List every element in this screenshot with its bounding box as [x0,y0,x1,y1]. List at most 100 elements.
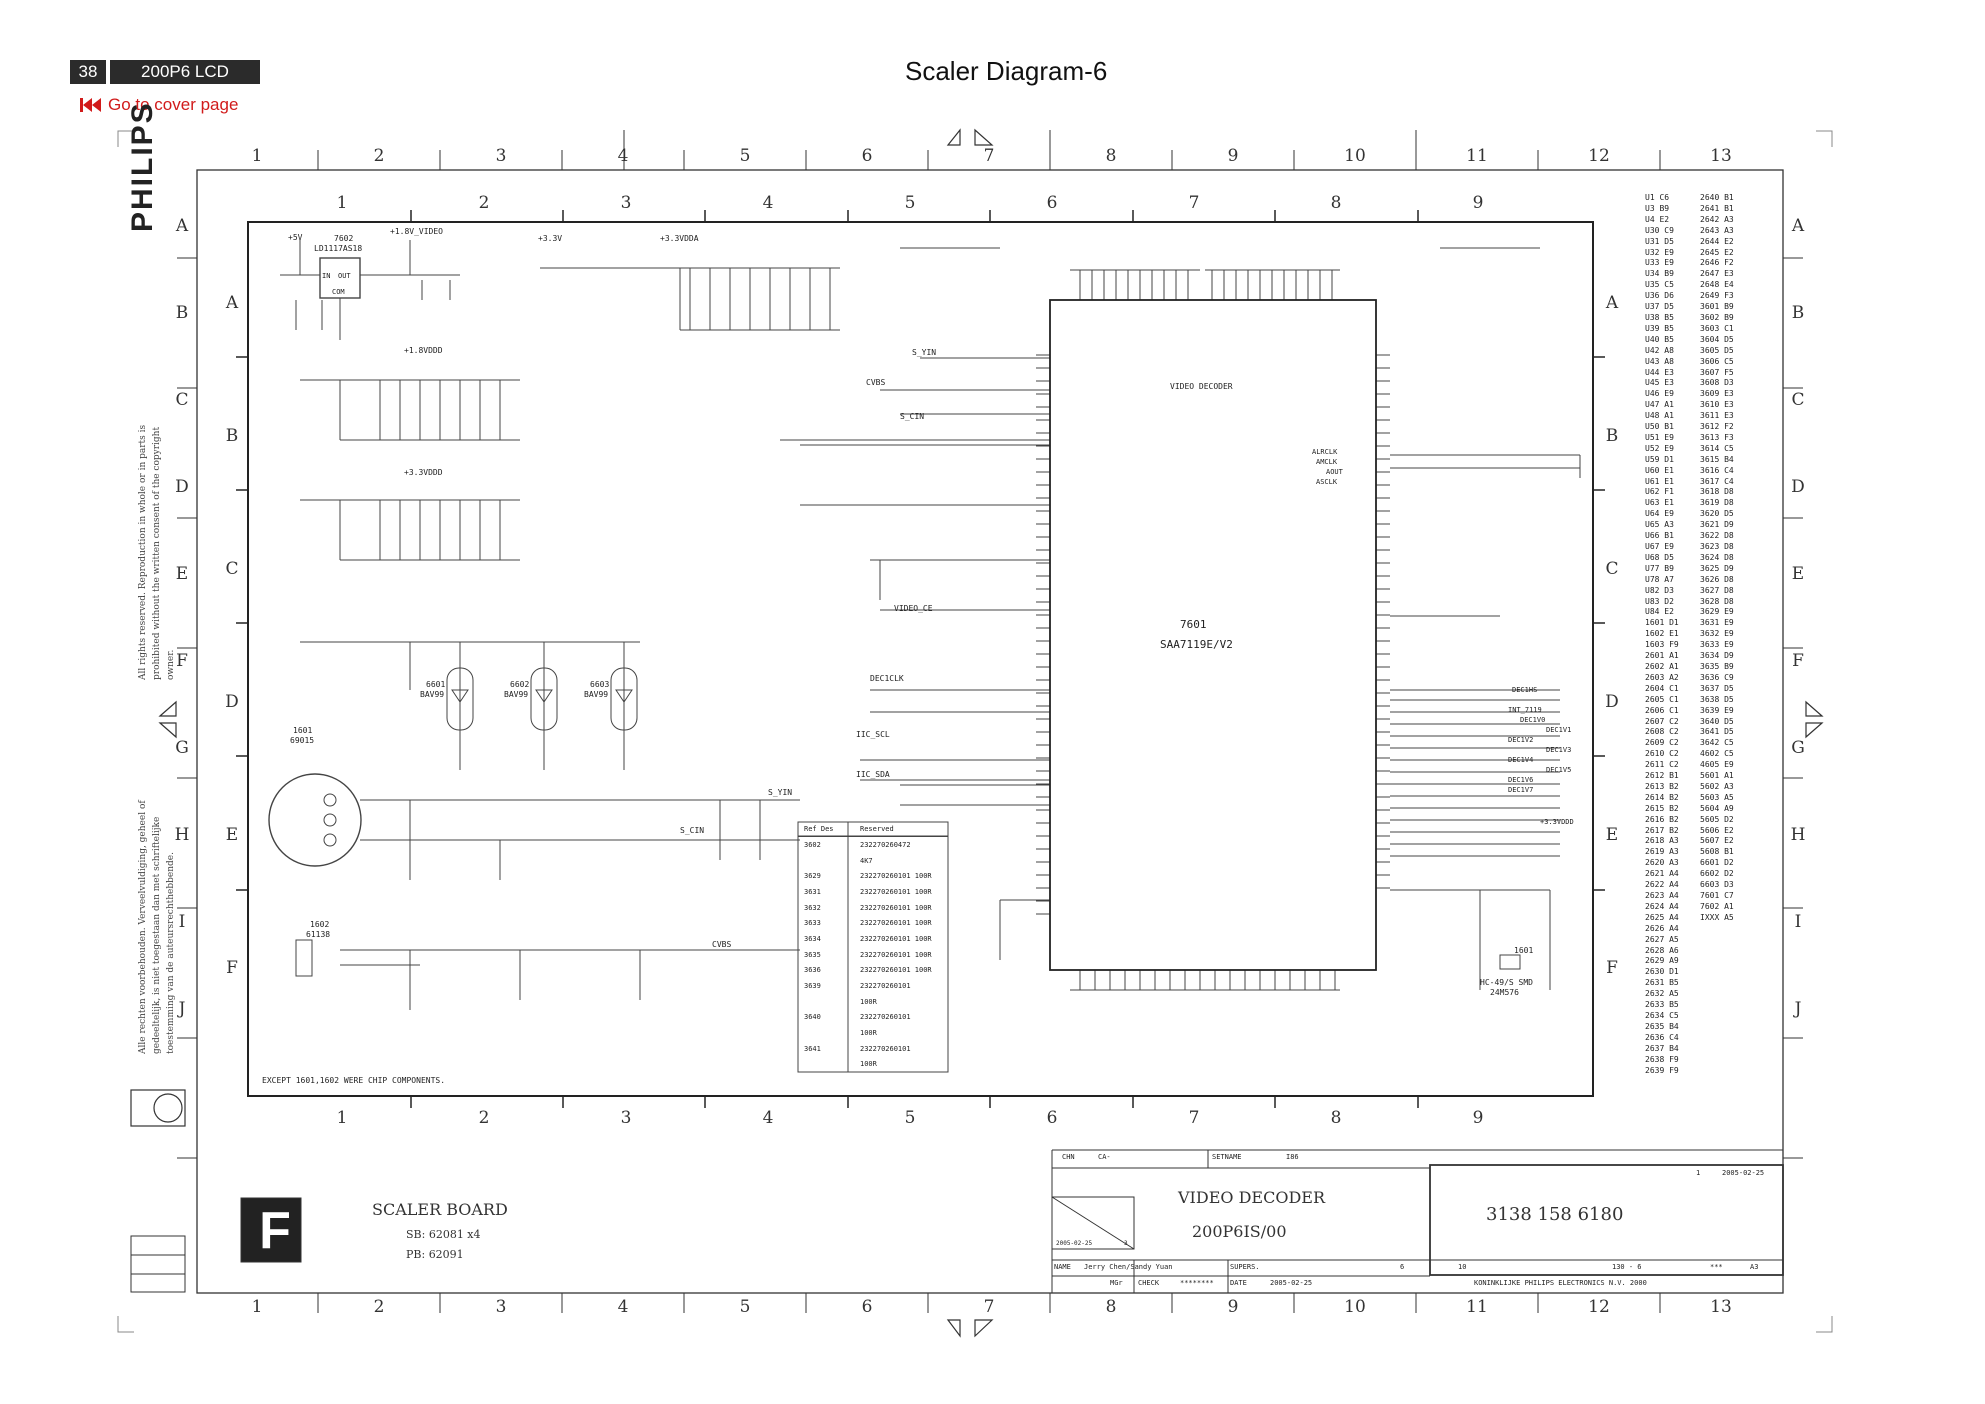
parts-list-item: U44 E3 [1645,367,1674,377]
parts-list-item: U82 D3 [1645,585,1674,595]
ref-table-cell-reserved: 232270260101 100R [860,950,932,959]
parts-list-item: 2621 A4 [1645,869,1679,879]
connector1-ref: 1601 [293,726,313,735]
parts-list-item: U66 B1 [1645,531,1674,541]
parts-list-item: 2603 A2 [1645,672,1679,682]
outer-col-bottom-6: 6 [861,1297,873,1317]
page-number: 38 [70,60,106,84]
outer-col-bottom-4: 4 [617,1297,629,1317]
parts-list-item: 5604 A9 [1700,803,1734,813]
tb-check: CHECK [1138,1279,1160,1287]
parts-list-item: 3642 C5 [1700,738,1734,748]
parts-list-item: U78 A7 [1645,574,1674,584]
parts-list-item: 3611 E3 [1700,411,1734,421]
parts-list-item: 2640 B1 [1700,193,1734,202]
outer-col-bottom-12: 12 [1588,1297,1610,1317]
outer-row-left-b: B [175,303,189,323]
outer-col-top-6: 6 [861,146,873,166]
parts-list-item: U48 A1 [1645,411,1674,421]
parts-list-item: 5602 A3 [1700,781,1734,791]
parts-list-item: 3638 D5 [1700,694,1734,704]
parts-list-item: 2643 A3 [1700,225,1734,235]
parts-list-item: U50 B1 [1645,422,1674,432]
parts-list-item: U38 B5 [1645,312,1674,322]
parts-list-item: 3610 E3 [1700,400,1734,410]
parts-list-item: 2632 A5 [1645,989,1679,999]
ref-table-cell-reserved: 4K7 [860,856,873,865]
parts-list-item: U47 A1 [1645,400,1674,410]
crystal-freq: 24M576 [1490,988,1519,997]
chip-components-note: EXCEPT 1601,1602 WERE CHIP COMPONENTS. [262,1076,446,1085]
parts-list-item: 7602 A1 [1700,901,1734,911]
parts-list-item: U43 A8 [1645,356,1674,366]
tb-date1: 2005-02-25 [1056,1240,1093,1247]
parts-list-item: 2644 E2 [1700,236,1734,246]
outer-row-right-e: E [1791,564,1805,584]
net-dec1v2: DEC1V2 [1508,736,1534,744]
ref-table-cell-reserved: 100R [860,997,877,1006]
inner-col-bottom-3: 3 [620,1108,632,1128]
parts-list-item: 2611 C2 [1645,760,1679,770]
ref-table-cell-reserved: 232270260101 100R [860,903,932,912]
tb-check-val: ******** [1180,1279,1214,1287]
rail-33v-label: +3.3V [538,234,563,243]
ic-ref-label: 7601 [1180,618,1207,631]
ref-table-row: 4K7 [798,853,948,869]
rail-18vddd-label: +1.8VDDD [404,346,443,355]
inner-col-top-3: 3 [620,193,632,213]
parts-list-item: 3608 D3 [1700,378,1734,388]
parts-list-item: 3601 B9 [1700,302,1734,312]
inner-row-right-e: E [1605,825,1619,845]
parts-list-item: 3625 D9 [1700,563,1734,573]
outer-row-right-b: B [1791,303,1805,323]
inner-row-left-a: A [225,293,239,313]
parts-list-item: 2648 E4 [1700,280,1734,290]
tb-chn: CHN [1062,1153,1075,1161]
ref-table-cell-refdes: 3631 [804,887,821,896]
parts-list-item: 3604 D5 [1700,334,1734,344]
parts-list-item: 5605 D2 [1700,814,1734,824]
outer-col-bottom-1: 1 [251,1297,263,1317]
outer-ticks [177,130,1803,1313]
parts-list-item: 2631 B5 [1645,978,1679,988]
inner-col-bottom-8: 8 [1330,1108,1342,1128]
cover-page-link[interactable]: Go to cover page [80,95,238,115]
parts-list-item: 3614 C5 [1700,443,1734,453]
ic-right-pins [1376,354,1390,889]
ic-function-label: VIDEO DECODER [1170,382,1233,391]
inner-col-top-2: 2 [478,193,490,213]
parts-list-item: 1601 D1 [1645,618,1679,628]
parts-list-item: U52 E9 [1645,443,1674,453]
diode2-part: BAV99 [504,690,529,699]
diode2-ref: 6602 [510,680,530,689]
ref-table-cell-refdes: 3633 [804,919,821,928]
parts-list-item: 3607 F5 [1700,367,1734,377]
parts-list-item: 3616 C4 [1700,465,1734,475]
outer-col-bottom-10: 10 [1344,1297,1366,1317]
net-dec1clk: DEC1CLK [870,674,904,683]
copyright-note-nl: Alle rechten voorbehouden. Verveelvuldig… [138,800,176,1054]
parts-list-item: 3620 D5 [1700,509,1734,519]
inner-row-right-d: D [1605,692,1619,712]
inner-col-bottom-5: 5 [904,1108,916,1128]
inner-row-right-b: B [1605,426,1619,446]
diode1-ref: 6601 [426,680,446,689]
parts-list-item: U33 E9 [1645,258,1674,268]
outer-col-top-1: 1 [251,146,263,166]
ic-part-label: SAA7119E/V2 [1160,638,1233,651]
inner-col-top-6: 6 [1046,193,1058,213]
ref-table-header-reserved: Reserved [860,825,894,833]
inner-col-bottom-2: 2 [478,1108,490,1128]
parts-list-item: U37 D5 [1645,302,1674,312]
parts-list-item: U40 B5 [1645,334,1674,344]
tb-stars: *** [1710,1263,1723,1271]
outer-col-bottom-3: 3 [495,1297,507,1317]
outer-row-left-a: A [175,216,189,236]
net-dec1v0: DEC1V0 [1520,716,1546,724]
